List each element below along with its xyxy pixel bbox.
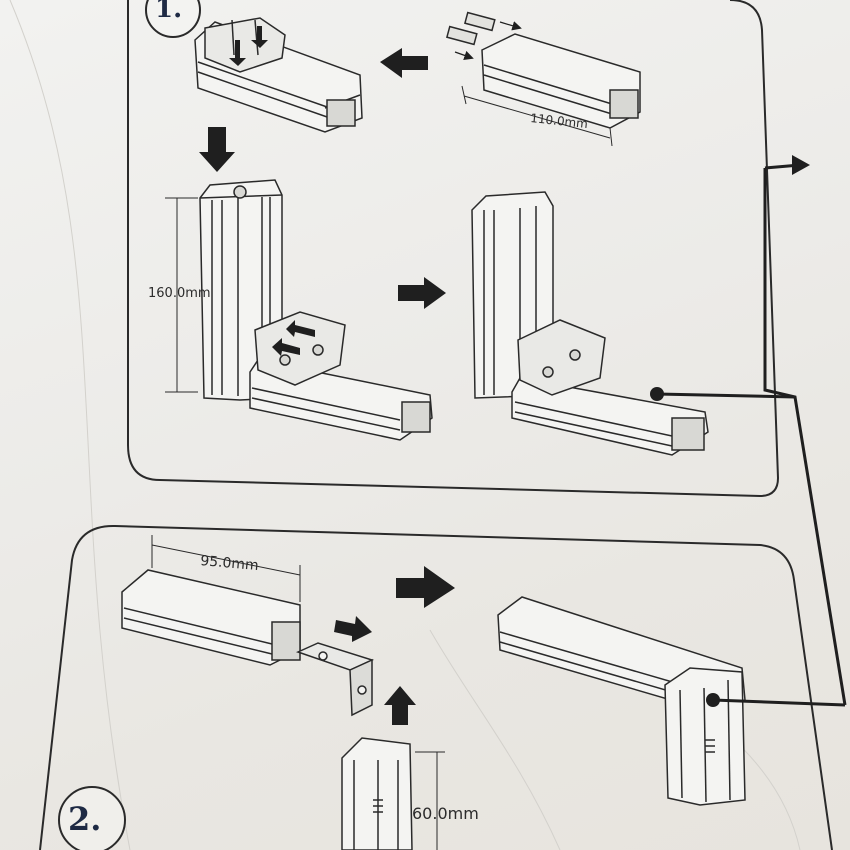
- step2-top-dimension-label: 95.0mm: [200, 553, 260, 574]
- connector-line: [763, 168, 847, 706]
- step1-insert-arrow-a: [229, 40, 246, 66]
- step1-insert-arrow-b: [251, 26, 268, 48]
- step1-insert-arrow-d: [272, 338, 300, 356]
- step2-top-profile: [121, 569, 301, 666]
- step1-dimension-vertical: [165, 197, 198, 393]
- step1-panel: [127, 0, 780, 498]
- step2-vertical-dimension-label: 60.0mm: [412, 804, 479, 823]
- step2-callout-leader: [712, 698, 846, 707]
- step1-callout-leader: [656, 392, 796, 399]
- step1-lower-left-profile: [249, 311, 433, 441]
- step2-dimension-top: [151, 535, 301, 602]
- step1-nut-arrow-b: [454, 50, 474, 60]
- step2-vertical-profile: [341, 737, 413, 850]
- connector-arrowhead: [792, 155, 810, 175]
- step1-arrow-down: [199, 127, 235, 172]
- step2-badge: [58, 786, 126, 850]
- step2-panel: [39, 524, 833, 850]
- step1-top-right-profile: [446, 11, 641, 129]
- step2-arrow-up: [384, 686, 416, 725]
- step1-top-dimension-label: 110.0mm: [530, 111, 589, 131]
- step1-dimension-top: [461, 85, 613, 147]
- step2-corner-bracket: [295, 642, 375, 717]
- step1-arrow-right: [398, 277, 446, 309]
- step2-arrow-right: [396, 566, 455, 608]
- step1-badge: [145, 0, 201, 38]
- step1-insert-arrow-c: [286, 320, 315, 337]
- step2-dimension-vertical: [415, 751, 445, 850]
- step2-assembled-frame: [497, 596, 746, 806]
- step1-nut-arrow-a: [499, 21, 522, 31]
- step1-callout-dot: [650, 387, 664, 401]
- step1-number: 1.: [155, 0, 183, 24]
- step2-callout-dot: [706, 693, 720, 707]
- step1-arrow-left: [380, 48, 428, 78]
- step1-top-left-profile: [194, 17, 363, 133]
- step1-assembled-frame: [471, 191, 709, 456]
- step2-arrow-small: [334, 616, 372, 642]
- step2-number: 2.: [68, 800, 102, 838]
- step1-vertical-dimension-label: 160.0mm: [148, 286, 211, 301]
